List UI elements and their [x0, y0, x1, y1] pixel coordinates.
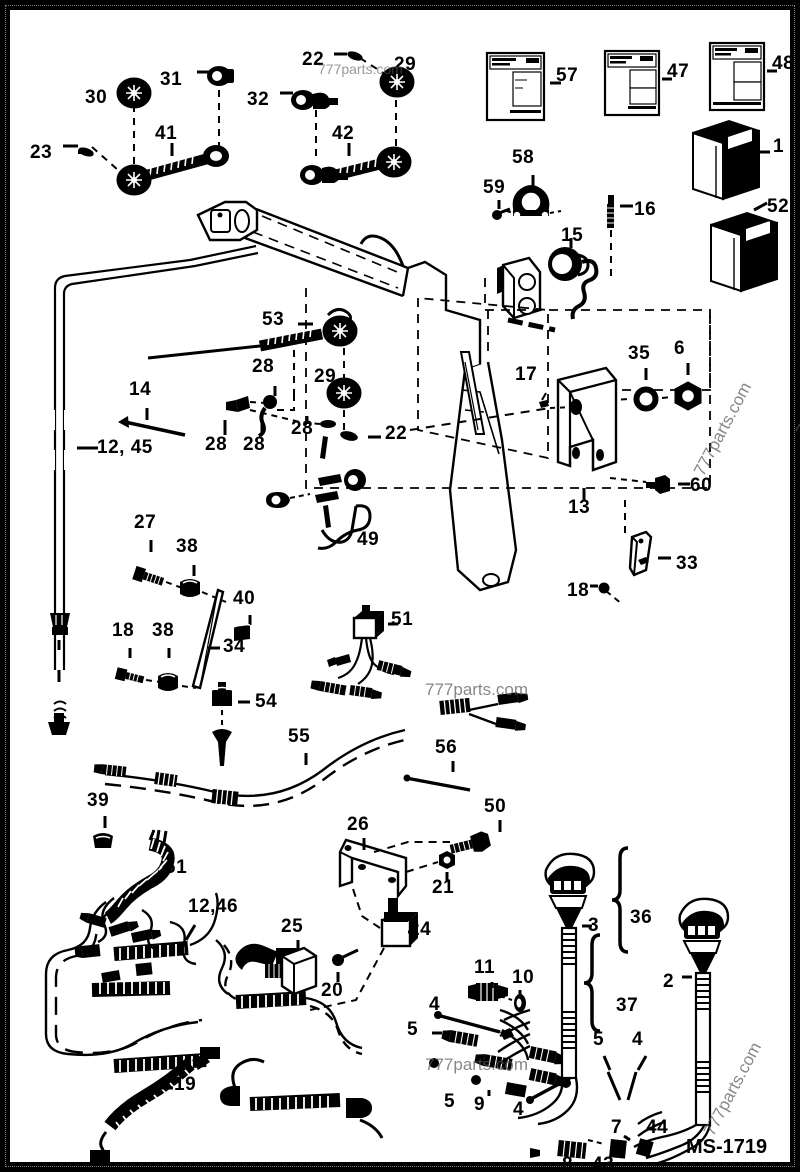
- callout-28-b: 28: [291, 418, 314, 439]
- callout-56: 56: [435, 737, 458, 758]
- callout-4-b: 4: [513, 1099, 525, 1120]
- diagram-canvas: 30 31 23 41 22 29 32 42 57 47 48 1 52 58…: [10, 10, 800, 1172]
- rod-bracket-group: [114, 540, 252, 691]
- callout-29-mid: 29: [314, 366, 337, 387]
- callout-36: 36: [630, 907, 653, 928]
- callout-29-top: 29: [394, 54, 417, 75]
- diagram-hairline-border: [5, 5, 795, 1167]
- callout-38-b: 38: [152, 620, 175, 641]
- callout-28-a: 28: [252, 356, 275, 377]
- callout-44: 44: [646, 1117, 669, 1138]
- callout-52: 52: [767, 196, 790, 217]
- callout-59: 59: [483, 177, 506, 198]
- callout-14: 14: [129, 379, 152, 400]
- callout-20: 20: [321, 980, 344, 1001]
- callout-16: 16: [634, 199, 657, 220]
- callout-27: 27: [134, 512, 157, 533]
- callout-48: 48: [772, 53, 795, 74]
- decal-labels-group: [485, 41, 777, 122]
- callout-22-mid: 22: [385, 423, 408, 444]
- linkage-left-group: [63, 66, 234, 196]
- callout-28-c: 28: [205, 434, 228, 455]
- callout-30: 30: [85, 87, 108, 108]
- callout-4-c: 4: [632, 1029, 644, 1050]
- callout-18-b: 18: [112, 620, 135, 641]
- callout-53: 53: [262, 309, 285, 330]
- callout-40: 40: [233, 588, 256, 609]
- callout-39: 39: [87, 790, 110, 811]
- callout-12-46: 12,46: [188, 896, 239, 917]
- callout-3: 3: [588, 915, 600, 936]
- callout-51: 51: [391, 609, 414, 630]
- switch-bracket-group: [265, 820, 502, 1011]
- callout-1: 1: [773, 136, 785, 157]
- callout-5-b: 5: [444, 1091, 456, 1112]
- callout-7: 7: [611, 1117, 623, 1138]
- pivot-small-parts: [266, 436, 372, 550]
- callout-57: 57: [556, 65, 579, 86]
- callout-12-45: 12, 45: [97, 437, 153, 458]
- callout-60: 60: [690, 475, 713, 496]
- callout-32: 32: [247, 89, 270, 110]
- callout-24: 24: [409, 919, 432, 940]
- callout-23: 23: [30, 142, 53, 163]
- callout-61: 61: [165, 857, 188, 878]
- callout-54: 54: [255, 691, 278, 712]
- callout-55: 55: [288, 726, 311, 747]
- callout-43: 43: [592, 1154, 615, 1172]
- callout-6: 6: [674, 338, 686, 359]
- callout-37: 37: [616, 995, 639, 1016]
- relay-harness-group: [310, 605, 412, 700]
- callout-28-d: 28: [243, 434, 266, 455]
- clamp-group: [492, 175, 633, 320]
- manual-blocks-group: [692, 119, 778, 293]
- diagram-id-label: MS-1719: [686, 1136, 768, 1158]
- callout-47: 47: [667, 61, 690, 82]
- callout-5-a: 5: [407, 1019, 419, 1040]
- callout-4-a: 4: [429, 994, 441, 1015]
- callout-35: 35: [628, 343, 651, 364]
- callout-13: 13: [568, 497, 591, 518]
- callout-21: 21: [432, 877, 455, 898]
- console-body: [196, 200, 711, 592]
- callout-26: 26: [347, 814, 370, 835]
- callout-38-a: 38: [176, 536, 199, 557]
- callout-11: 11: [474, 957, 496, 978]
- callout-58: 58: [512, 147, 535, 168]
- callout-8: 8: [562, 1154, 574, 1172]
- mount-bracket-group: [409, 363, 702, 605]
- callout-22-top: 22: [302, 49, 325, 70]
- diagram-inner-border: [9, 9, 791, 1163]
- connector-cluster-group: [429, 982, 654, 1159]
- linkage-right-group: [280, 51, 415, 185]
- callout-18-a: 18: [567, 580, 590, 601]
- joystick-left-group: [495, 846, 629, 1126]
- callout-17: 17: [515, 364, 538, 385]
- diagram-artwork: [44, 41, 778, 1165]
- hose-55-group: [93, 682, 529, 808]
- callout-25: 25: [281, 916, 304, 937]
- callout-9: 9: [474, 1094, 486, 1115]
- callout-41: 41: [155, 123, 178, 144]
- callout-19: 19: [174, 1074, 197, 1095]
- callout-42: 42: [332, 123, 355, 144]
- callout-50: 50: [484, 796, 507, 817]
- callout-2: 2: [663, 971, 675, 992]
- joystick-right-group: [583, 897, 730, 1165]
- callout-34: 34: [223, 636, 246, 657]
- callout-10: 10: [512, 967, 535, 988]
- callout-33: 33: [676, 553, 699, 574]
- callout-5-c: 5: [593, 1029, 605, 1050]
- callout-15: 15: [561, 225, 584, 246]
- steering-rod-group: [48, 244, 381, 735]
- callout-49: 49: [357, 529, 380, 550]
- callout-31: 31: [160, 69, 183, 90]
